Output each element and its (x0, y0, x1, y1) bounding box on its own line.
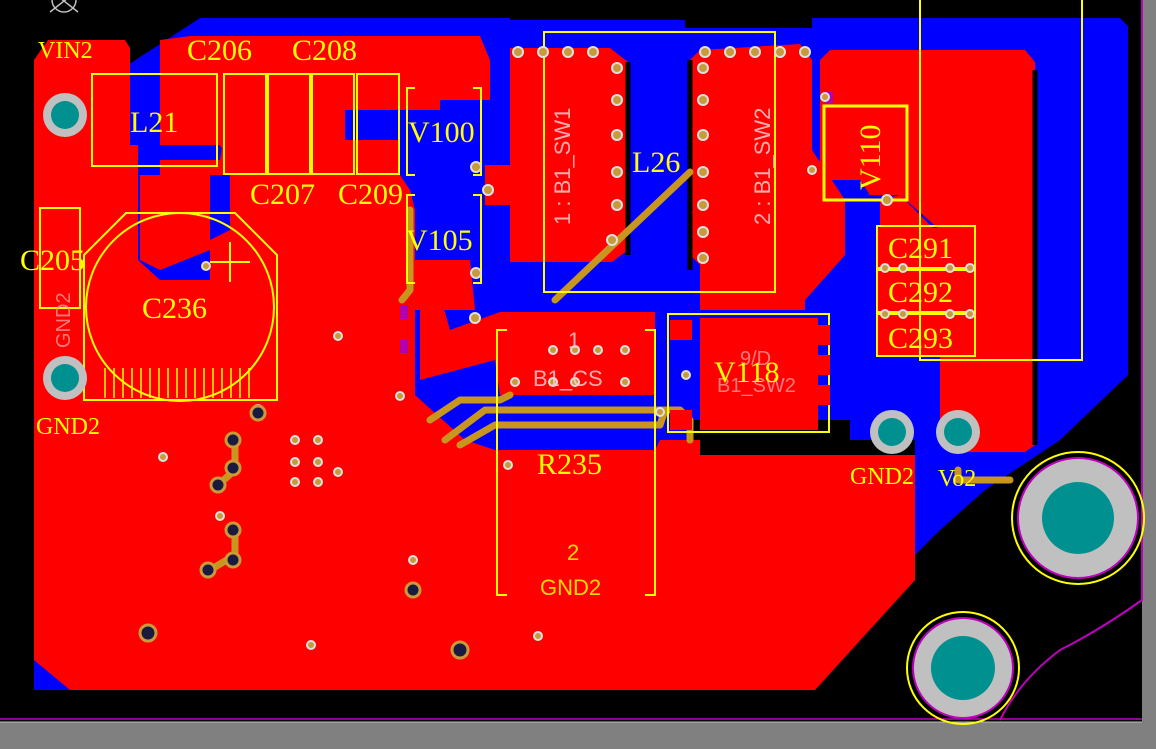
top-copper-v105-pad (415, 260, 475, 310)
r235-pin2-number: 2 (567, 540, 579, 565)
v118-fingers (670, 320, 830, 430)
l26-outline (543, 31, 776, 293)
mount-hole-2-ring (906, 611, 1020, 725)
trace-vo2-out (954, 466, 1014, 484)
gnd2-left-vertical-label: GND2 (53, 292, 75, 348)
c293-outline (876, 313, 976, 357)
r235-designator: R235 (537, 448, 602, 481)
top-copper-c236-pad (140, 175, 210, 270)
vo2-hole-drill (944, 418, 972, 446)
l21-outline (91, 73, 218, 167)
c236-outline-oct (83, 212, 278, 401)
c206-outline (223, 73, 267, 175)
r235-pin1-number: 1 (568, 328, 580, 353)
mount-hole-2-drill (931, 636, 995, 700)
top-copper-l26-pin2 (690, 44, 812, 265)
l26-pin1-label: 1 : B1_SW1 (550, 108, 575, 225)
top-copper-vo2-pour (820, 50, 1035, 452)
vin2-hole-drill (51, 101, 79, 129)
c292-designator: C292 (888, 276, 953, 309)
top-copper-main-pour (34, 40, 915, 690)
trace-v105-up (398, 206, 414, 304)
v100-outline (406, 87, 482, 176)
top-copper-c29x-pads (878, 228, 976, 356)
through-holes (43, 93, 1145, 725)
v110-outline (822, 104, 909, 202)
v118-pad-number: 9/D (740, 348, 771, 370)
mount-hole-1-drill (1042, 482, 1114, 554)
c207-designator: C207 (250, 178, 315, 211)
frame-bottom (0, 722, 1156, 749)
v105-outline (406, 194, 482, 284)
c207-outline (267, 73, 311, 175)
c205-designator: C205 (20, 244, 85, 277)
top-copper-layer (34, 36, 1035, 690)
c205-outline (39, 207, 81, 309)
gnd2-left-designator: GND2 (36, 414, 100, 440)
v118-pad-net: B1_SW2 (717, 375, 796, 397)
top-copper-l26-pin1 (485, 48, 628, 262)
top-copper-cap-band (160, 36, 490, 145)
l21-designator: L21 (130, 106, 178, 139)
copper-clearances (625, 60, 1038, 445)
l26-designator: L26 (632, 146, 680, 179)
c209-outline (356, 73, 400, 175)
trace-sw-diagonal (551, 168, 694, 304)
r235-pin2-net: GND2 (540, 575, 601, 600)
vo2-designator: Vo2 (938, 466, 976, 492)
c236-plus-sign (210, 242, 250, 282)
c209-designator: C209 (338, 178, 403, 211)
v100-designator: V100 (408, 116, 475, 149)
c292-outline (876, 269, 976, 313)
c236-designator: C236 (142, 292, 207, 325)
c208-outline (311, 73, 355, 175)
silkscreen-outlines (39, 0, 1083, 596)
gnd2-right-designator: GND2 (850, 464, 914, 490)
r235-pin1-net: B1_CS (533, 366, 603, 391)
via-group (138, 46, 975, 660)
c206-designator: C206 (187, 34, 252, 67)
v118-designator: V118 (714, 356, 780, 389)
c236-hatch (104, 368, 250, 398)
mount-hole-1-ring (1011, 451, 1145, 585)
c291-outline (876, 225, 976, 269)
trace-cs-2 (456, 406, 669, 449)
top-copper-sw2-net (700, 150, 845, 310)
c208-designator: C208 (292, 34, 357, 67)
gnd2-left-hole-drill (51, 364, 79, 392)
gnd2-right-hole-drill (878, 418, 906, 446)
vin2-designator: VIN2 (38, 38, 93, 64)
v110-designator: V110 (854, 124, 887, 190)
c236-outline-circle (85, 212, 275, 402)
frame-right (1142, 0, 1156, 749)
board-edge (999, 0, 1143, 721)
trace-cs-3 (426, 391, 514, 424)
vo2-connector-outline (919, 0, 1083, 361)
v105-designator: V105 (406, 224, 473, 257)
l26-pin2-label: 2 : B1_SW2 (750, 108, 775, 225)
c291-designator: C291 (888, 232, 953, 265)
corner-fiducial (49, 0, 79, 13)
top-copper-v118-pad (700, 318, 818, 430)
r235-outline (496, 329, 656, 596)
c293-designator: C293 (888, 322, 953, 355)
